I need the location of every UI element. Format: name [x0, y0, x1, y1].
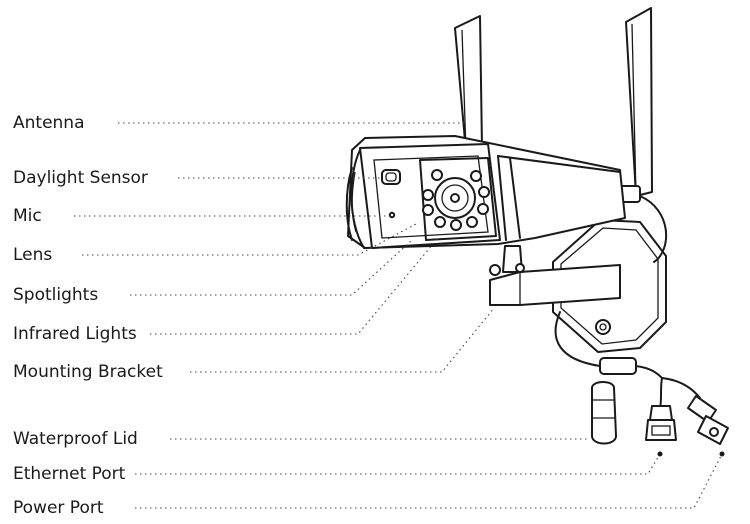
leader-spotlights: [130, 239, 413, 296]
leader-lens: [82, 223, 417, 256]
leader-lines: [74, 122, 723, 509]
leader-mounting-bracket: [190, 307, 495, 373]
lens-assembly: [422, 169, 490, 231]
leader-infrared-lights: [150, 237, 439, 335]
cable-upper: [639, 195, 668, 263]
label-daylight-sensor: Daylight Sensor: [13, 168, 148, 188]
ethernet-port: [645, 405, 677, 441]
label-mic: Mic: [13, 206, 42, 226]
label-infrared-lights: Infrared Lights: [13, 324, 137, 344]
label-list: Antenna Daylight Sensor Mic Lens Spotlig…: [13, 113, 163, 518]
label-mounting-bracket: Mounting Bracket: [13, 362, 163, 382]
label-waterproof-lid: Waterproof Lid: [13, 429, 138, 449]
cable-assembly: [554, 311, 701, 409]
power-endpoint-dot: [719, 451, 725, 457]
infrared-lights: [422, 169, 490, 231]
mic-hole: [388, 211, 396, 219]
leader-ethernet-port: [135, 453, 661, 475]
label-spotlights: Spotlights: [13, 285, 98, 305]
camera-illustration: [345, 7, 729, 445]
leader-power-port: [135, 453, 723, 509]
label-ethernet-port: Ethernet Port: [13, 464, 126, 484]
ethernet-endpoint-dot: [657, 451, 663, 457]
label-lens: Lens: [13, 245, 52, 265]
waterproof-lid: [591, 381, 617, 445]
mounting-bracket: [489, 245, 621, 306]
power-port: [687, 395, 729, 445]
label-power-port: Power Port: [13, 498, 104, 518]
antenna-left: [454, 15, 483, 153]
daylight-sensor: [381, 169, 401, 185]
leader-endpoints: [657, 451, 725, 457]
label-antenna: Antenna: [13, 113, 85, 133]
